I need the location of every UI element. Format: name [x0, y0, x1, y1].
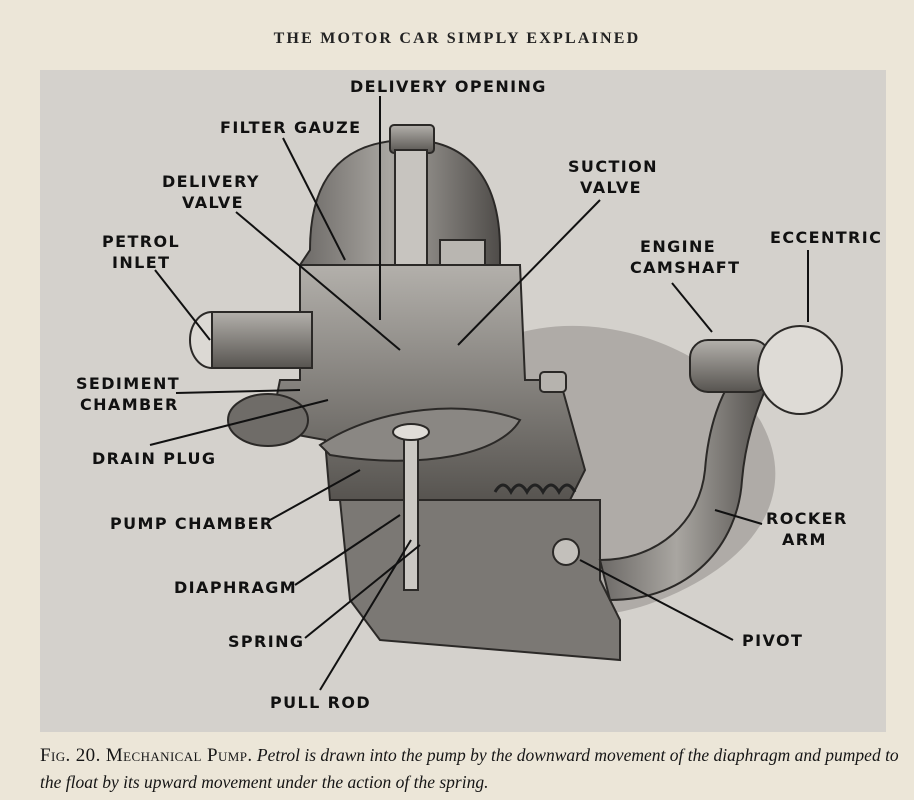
leader-drain-plug — [149, 399, 329, 446]
label-delivery-opening: DELIVERY OPENING — [350, 77, 547, 96]
leader-petrol-inlet — [154, 269, 211, 341]
figure-caption: Fig. 20. Mechanical Pump. Petrol is draw… — [40, 742, 900, 796]
label-engine-camshaft: ENGINE — [640, 237, 716, 256]
running-title: THE MOTOR CAR SIMPLY EXPLAINED — [273, 30, 641, 47]
cover-nut — [389, 124, 435, 154]
label-delivery-valve: DELIVERY — [162, 172, 260, 191]
label-diaphragm: DIAPHRAGM — [174, 578, 297, 597]
leader-engine-camshaft — [671, 282, 713, 333]
pump-illustration: DELIVERY OPENING FILTER GAUZE DELIVERY V… — [40, 70, 886, 732]
caption-text: Petrol is drawn into the pump by the dow… — [40, 745, 899, 792]
leader-delivery-valve — [235, 211, 401, 351]
leader-lines — [149, 96, 809, 691]
pull-rod-head — [392, 423, 430, 441]
label-eccentric: ECCENTRIC — [770, 228, 882, 247]
leader-pivot — [579, 559, 734, 641]
label-suction-valve: VALVE — [580, 178, 642, 197]
figure-number: Fig. 20. Mechanical Pump. — [40, 745, 253, 766]
leader-pull-rod — [319, 539, 412, 691]
leader-suction-valve — [457, 199, 601, 346]
leader-rocker-arm — [714, 509, 763, 525]
label-engine-camshaft: CAMSHAFT — [630, 258, 740, 277]
label-spring: SPRING — [228, 632, 304, 651]
pull-rod-part — [403, 429, 419, 591]
label-pivot: PIVOT — [742, 631, 803, 650]
leader-diaphragm — [294, 514, 401, 586]
leader-sediment-chamber — [175, 389, 301, 394]
label-delivery-valve: VALVE — [182, 193, 244, 212]
label-sediment-chamber: SEDIMENT — [76, 374, 180, 393]
label-pump-chamber: PUMP CHAMBER — [110, 514, 274, 533]
label-petrol-inlet: PETROL — [102, 232, 180, 251]
label-rocker-arm: ARM — [782, 530, 827, 549]
label-rocker-arm: ROCKER — [766, 509, 848, 528]
label-suction-valve: SUCTION — [568, 157, 658, 176]
eccentric-part — [757, 325, 843, 415]
label-sediment-chamber: CHAMBER — [80, 395, 179, 414]
label-petrol-inlet: INLET — [112, 253, 170, 272]
leader-spring — [304, 544, 421, 639]
sediment-bowl — [227, 393, 309, 447]
leader-pump-chamber — [269, 469, 361, 521]
label-drain-plug: DRAIN PLUG — [92, 449, 216, 468]
label-filter-gauze: FILTER GAUZE — [220, 118, 362, 137]
return-spring — [493, 483, 577, 496]
leader-filter-gauze — [282, 137, 346, 261]
body-screw — [539, 371, 567, 393]
lower-housing — [338, 499, 621, 662]
label-pull-rod: PULL ROD — [270, 693, 371, 712]
pivot-pin — [552, 538, 580, 566]
inlet-union — [211, 311, 313, 369]
